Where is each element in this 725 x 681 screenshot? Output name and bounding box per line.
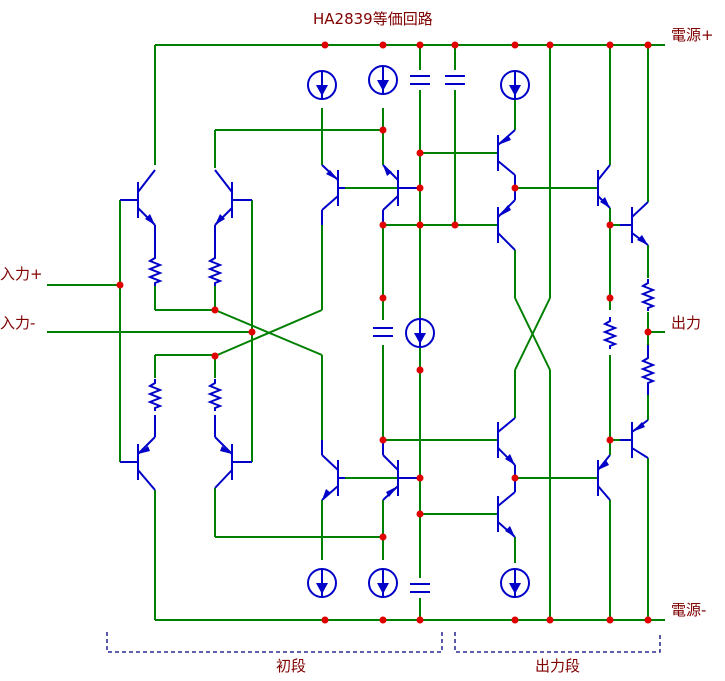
transistor-q11 [497, 417, 516, 478]
transistor-q8 [382, 440, 420, 501]
label-power-plus: 電源+ [671, 26, 714, 44]
components [120, 65, 654, 598]
current-source-3 [500, 70, 530, 100]
transistor-q1 [120, 169, 156, 248]
current-source-7 [405, 318, 435, 348]
current-source-4 [307, 568, 337, 598]
transistor-q15 [620, 201, 649, 246]
label-input-plus: 入力+ [0, 265, 43, 283]
wiring [47, 44, 665, 621]
transistor-q7 [321, 440, 345, 501]
label-output-stage: 出力段 [535, 657, 581, 675]
transistor-q3 [120, 415, 156, 491]
resistor-r1 [149, 248, 161, 310]
diagram-title: HA2839等価回路 [313, 10, 433, 28]
resistor-r5 [604, 316, 616, 350]
resistor-r3 [149, 355, 161, 412]
junction-dots [116, 41, 652, 624]
current-source-6 [500, 568, 530, 598]
transistor-q13 [597, 164, 611, 209]
capacitor-c1 [410, 75, 430, 85]
transistor-q10 [497, 188, 516, 251]
resistor-r4 [209, 356, 221, 412]
transistor-q9 [497, 129, 516, 188]
current-source-2 [368, 65, 398, 95]
current-source-5 [368, 568, 398, 598]
transistor-q5 [321, 164, 345, 225]
label-input-minus: 入力- [0, 314, 36, 332]
transistor-q4 [214, 415, 252, 489]
bracket-output-stage [454, 632, 661, 653]
stage-brackets [106, 632, 661, 653]
resistor-r2 [209, 248, 221, 310]
transistor-q16 [620, 419, 649, 459]
transistor-q14 [597, 454, 611, 501]
resistor-r7 [642, 353, 654, 387]
current-source-1 [307, 70, 337, 100]
label-power-minus: 電源- [671, 601, 707, 619]
transistor-q2 [214, 169, 252, 248]
transistor-q12 [497, 478, 516, 538]
capacitor-c3 [373, 327, 393, 337]
capacitor-c4 [410, 583, 430, 593]
bracket-first-stage [106, 632, 443, 653]
label-first-stage: 初段 [276, 657, 307, 675]
transistor-q6 [382, 164, 420, 225]
label-output: 出力 [671, 314, 702, 332]
resistor-r6 [642, 278, 654, 312]
capacitor-c2 [445, 75, 465, 85]
